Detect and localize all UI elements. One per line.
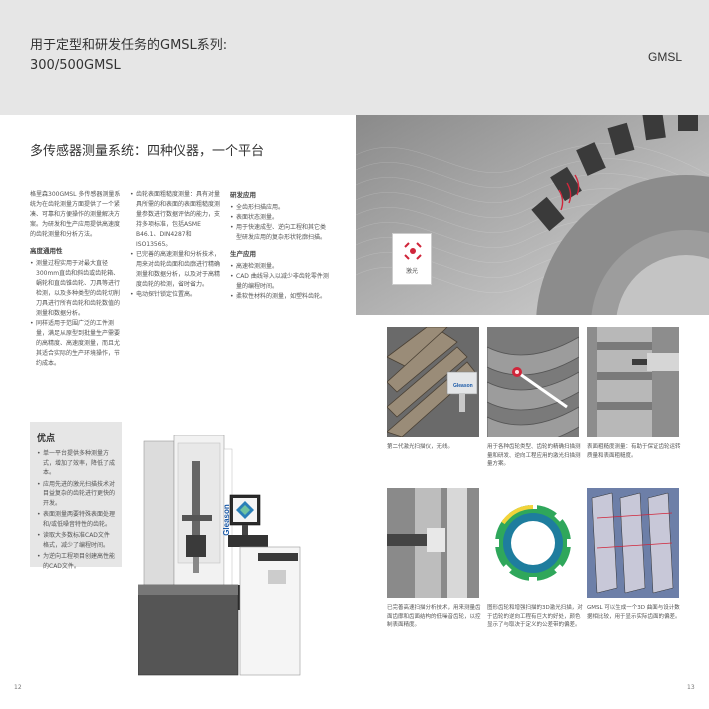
- photo-caption: GMSL 可以生成一个3D 曲面与设计数据相比较，用于显示实际齿面的偏差。: [587, 605, 681, 620]
- list-item: 读取大多数标准CAD文件格式，减少了编程时间。: [37, 531, 115, 550]
- advantages-list: 单一平台提供多种测量方式，增加了效率，降低了成本。 应用先进的激光扫描技术对目益…: [37, 449, 115, 571]
- production-list: 高速检测测量。 CAD 曲线导入以减少非齿轮零件测量的编程时间。 柔软性材料的测…: [230, 262, 330, 302]
- feature-list: 齿轮表面粗糙度测量：具有对量具所需的和表面的表面粗糙度测量参数进行数据评估的能力…: [130, 190, 225, 300]
- list-item: 表面测量两要特殊表面处理和/或低噪音特性的齿轮。: [37, 510, 115, 529]
- page-title: 用于定型和研发任务的GMSL系列: 300/500GMSL: [30, 38, 228, 73]
- production-heading: 生产应用: [230, 250, 256, 258]
- list-item: 柔软性材料的测量，如塑料齿轮。: [230, 292, 330, 302]
- photo-surface-probe: [587, 327, 679, 437]
- list-item: 同样适用于范围广泛的工件测量，满足从原型到批量生产需要的高精度、高速度测量，而且…: [30, 319, 125, 369]
- list-item: 已完善的高速测量和分析技术，用来对齿轮齿面和齿廓进行精确测量和数据分析，以及对于…: [130, 250, 225, 290]
- photo-laser-spot: [487, 327, 579, 437]
- list-item: 应用先进的激光扫描技术对目益复杂的齿轮进行更快的开发。: [37, 480, 115, 509]
- versatility-heading: 高度通用性: [30, 247, 63, 255]
- photo-3d-gear-scan: [487, 488, 579, 598]
- list-item: 高速检测测量。: [230, 262, 330, 272]
- list-item: 表面状态测量。: [230, 213, 330, 223]
- text-column-1: 格里森300GMSL 多传感器测量系统为在齿轮测量方面提供了一个紧凑、可靠和方便…: [30, 190, 125, 375]
- svg-text:Gleason: Gleason: [453, 383, 473, 389]
- rd-heading: 研发应用: [230, 191, 256, 199]
- list-item: 测量过程实用于对最大直径300mm直齿和斜齿或齿轮箱、蜗轮和直齿锥齿轮、刀具等进…: [30, 259, 125, 319]
- brand-label: GMSL: [648, 50, 683, 64]
- header-band: 用于定型和研发任务的GMSL系列: 300/500GMSL GMSL: [0, 0, 709, 115]
- photo-caption: 表面粗糙度测量：有助于保证齿轮运转质量和表面粗糙度。: [587, 444, 681, 459]
- list-item: 全齿形扫描应用。: [230, 203, 330, 213]
- photo-tooth-closeup: [387, 488, 479, 598]
- page-number-right: 13: [687, 684, 695, 691]
- list-item: 电动探针锁定位置高。: [130, 290, 225, 300]
- advantages-box: 优点 单一平台提供多种测量方式，增加了效率，降低了成本。 应用先进的激光扫描技术…: [30, 422, 122, 570]
- list-item: 单一平台提供多种测量方式，增加了效率，降低了成本。: [37, 449, 115, 478]
- intro-paragraph: 格里森300GMSL 多传感器测量系统为在齿轮测量方面提供了一个紧凑、可靠和方便…: [30, 191, 121, 238]
- text-column-3: 研发应用 全齿形扫描应用。 表面状态测量。 用于快速成型、逆向工程和其它类型研发…: [230, 190, 330, 308]
- photo-caption: 第二代激光扫描仪，无线。: [387, 444, 454, 450]
- list-item: CAD 曲线导入以减少非齿轮零件测量的编程时间。: [230, 272, 330, 292]
- photo-caption: 已完善高速扫描分析技术，用来测量齿面齿廓和齿面结构的低噪音齿轮，以控制表面精度。: [387, 605, 481, 628]
- machine-brand-text: Gleason: [222, 504, 231, 536]
- list-item: 用于快速成型、逆向工程和其它类型研发应用的复杂形状轮廓扫描。: [230, 223, 330, 243]
- photo-caption: 图形齿轮和增强扫描的3D激光扫描，对于齿轮的逆向工程有巨大的好处，颜色显示了与取…: [487, 605, 583, 628]
- photo-scanner-gear: Gleason: [387, 327, 479, 437]
- photo-caption: 用于各种齿轮类型、齿轮的精确扫描测量和研发、逆向工程应用的激光扫描测量方案。: [487, 444, 581, 467]
- laser-icon: [404, 242, 422, 260]
- list-item: 齿轮表面粗糙度测量：具有对量具所需的和表面的表面粗糙度测量参数进行数据评估的能力…: [130, 190, 225, 250]
- list-item: 为逆向工程项目创建高性能的CAD文件。: [37, 552, 115, 571]
- page-number-left: 12: [14, 684, 22, 691]
- versatility-list: 测量过程实用于对最大直径300mm直齿和斜齿或齿轮箱、蜗轮和直齿锥齿轮、刀具等进…: [30, 259, 125, 369]
- laser-badge: 激光: [392, 233, 432, 285]
- photo-3d-surface: [587, 488, 679, 598]
- text-column-2: 齿轮表面粗糙度测量：具有对量具所需的和表面的表面粗糙度测量参数进行数据评估的能力…: [130, 190, 225, 306]
- measuring-machine-image: Gleason: [138, 435, 301, 676]
- gear-hero-image: [356, 115, 709, 315]
- rd-list: 全齿形扫描应用。 表面状态测量。 用于快速成型、逆向工程和其它类型研发应用的复杂…: [230, 203, 330, 243]
- section-title: 多传感器测量系统：四种仪器，一个平台: [30, 144, 265, 159]
- laser-label: 激光: [405, 268, 418, 275]
- advantages-title: 优点: [37, 434, 56, 444]
